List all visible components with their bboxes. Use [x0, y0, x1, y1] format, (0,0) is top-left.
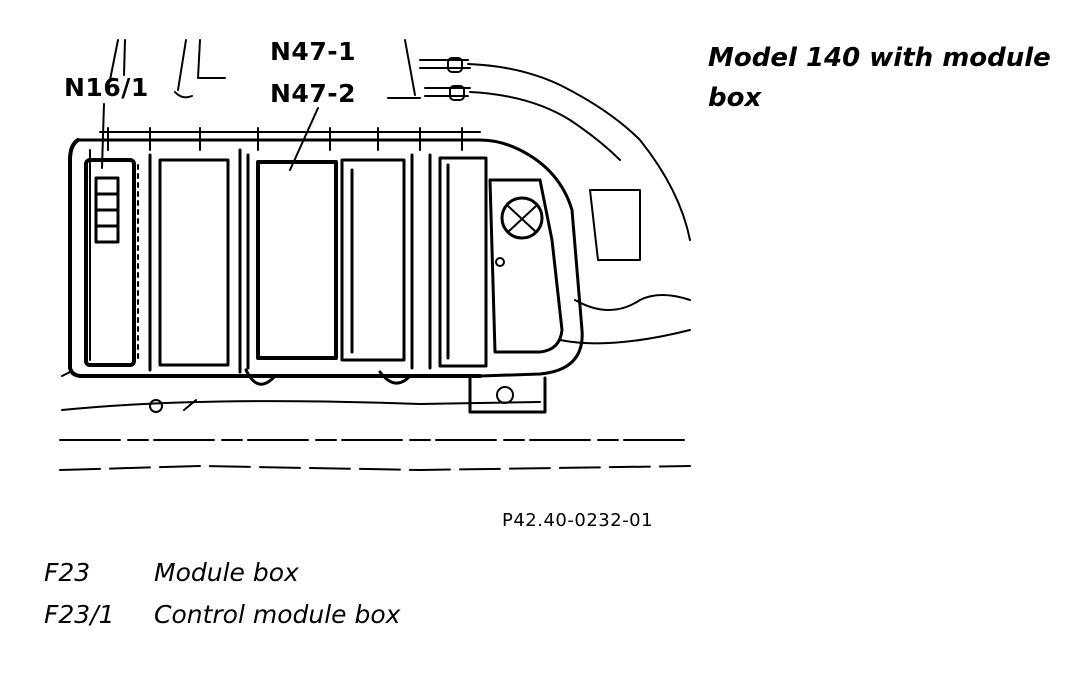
legend-item: F23/1 Control module box	[44, 600, 400, 630]
lower-body-lines	[59, 371, 691, 471]
legend-code: F23	[44, 558, 91, 587]
callout-n47-2: N47-2	[270, 79, 356, 108]
figure-reference-number: P42.40-0232-01	[502, 510, 654, 531]
legend-item: F23 Module box	[44, 558, 299, 588]
legend-description: Control module box	[154, 600, 401, 629]
figure-caption: Model 140 with module box	[708, 43, 1051, 113]
module-box-line-drawing	[59, 39, 691, 471]
module-box-frame	[68, 127, 584, 378]
module-slots	[148, 148, 488, 386]
callout-n16-1: N16/1	[64, 73, 149, 102]
side-bracket	[468, 178, 691, 414]
leader-lines	[101, 103, 319, 171]
module-n16-1	[84, 158, 139, 367]
upper-wires	[109, 39, 691, 241]
callout-n47-1: N47-1	[270, 37, 356, 66]
legend-code: F23/1	[44, 600, 115, 629]
legend-description: Module box	[154, 558, 299, 587]
